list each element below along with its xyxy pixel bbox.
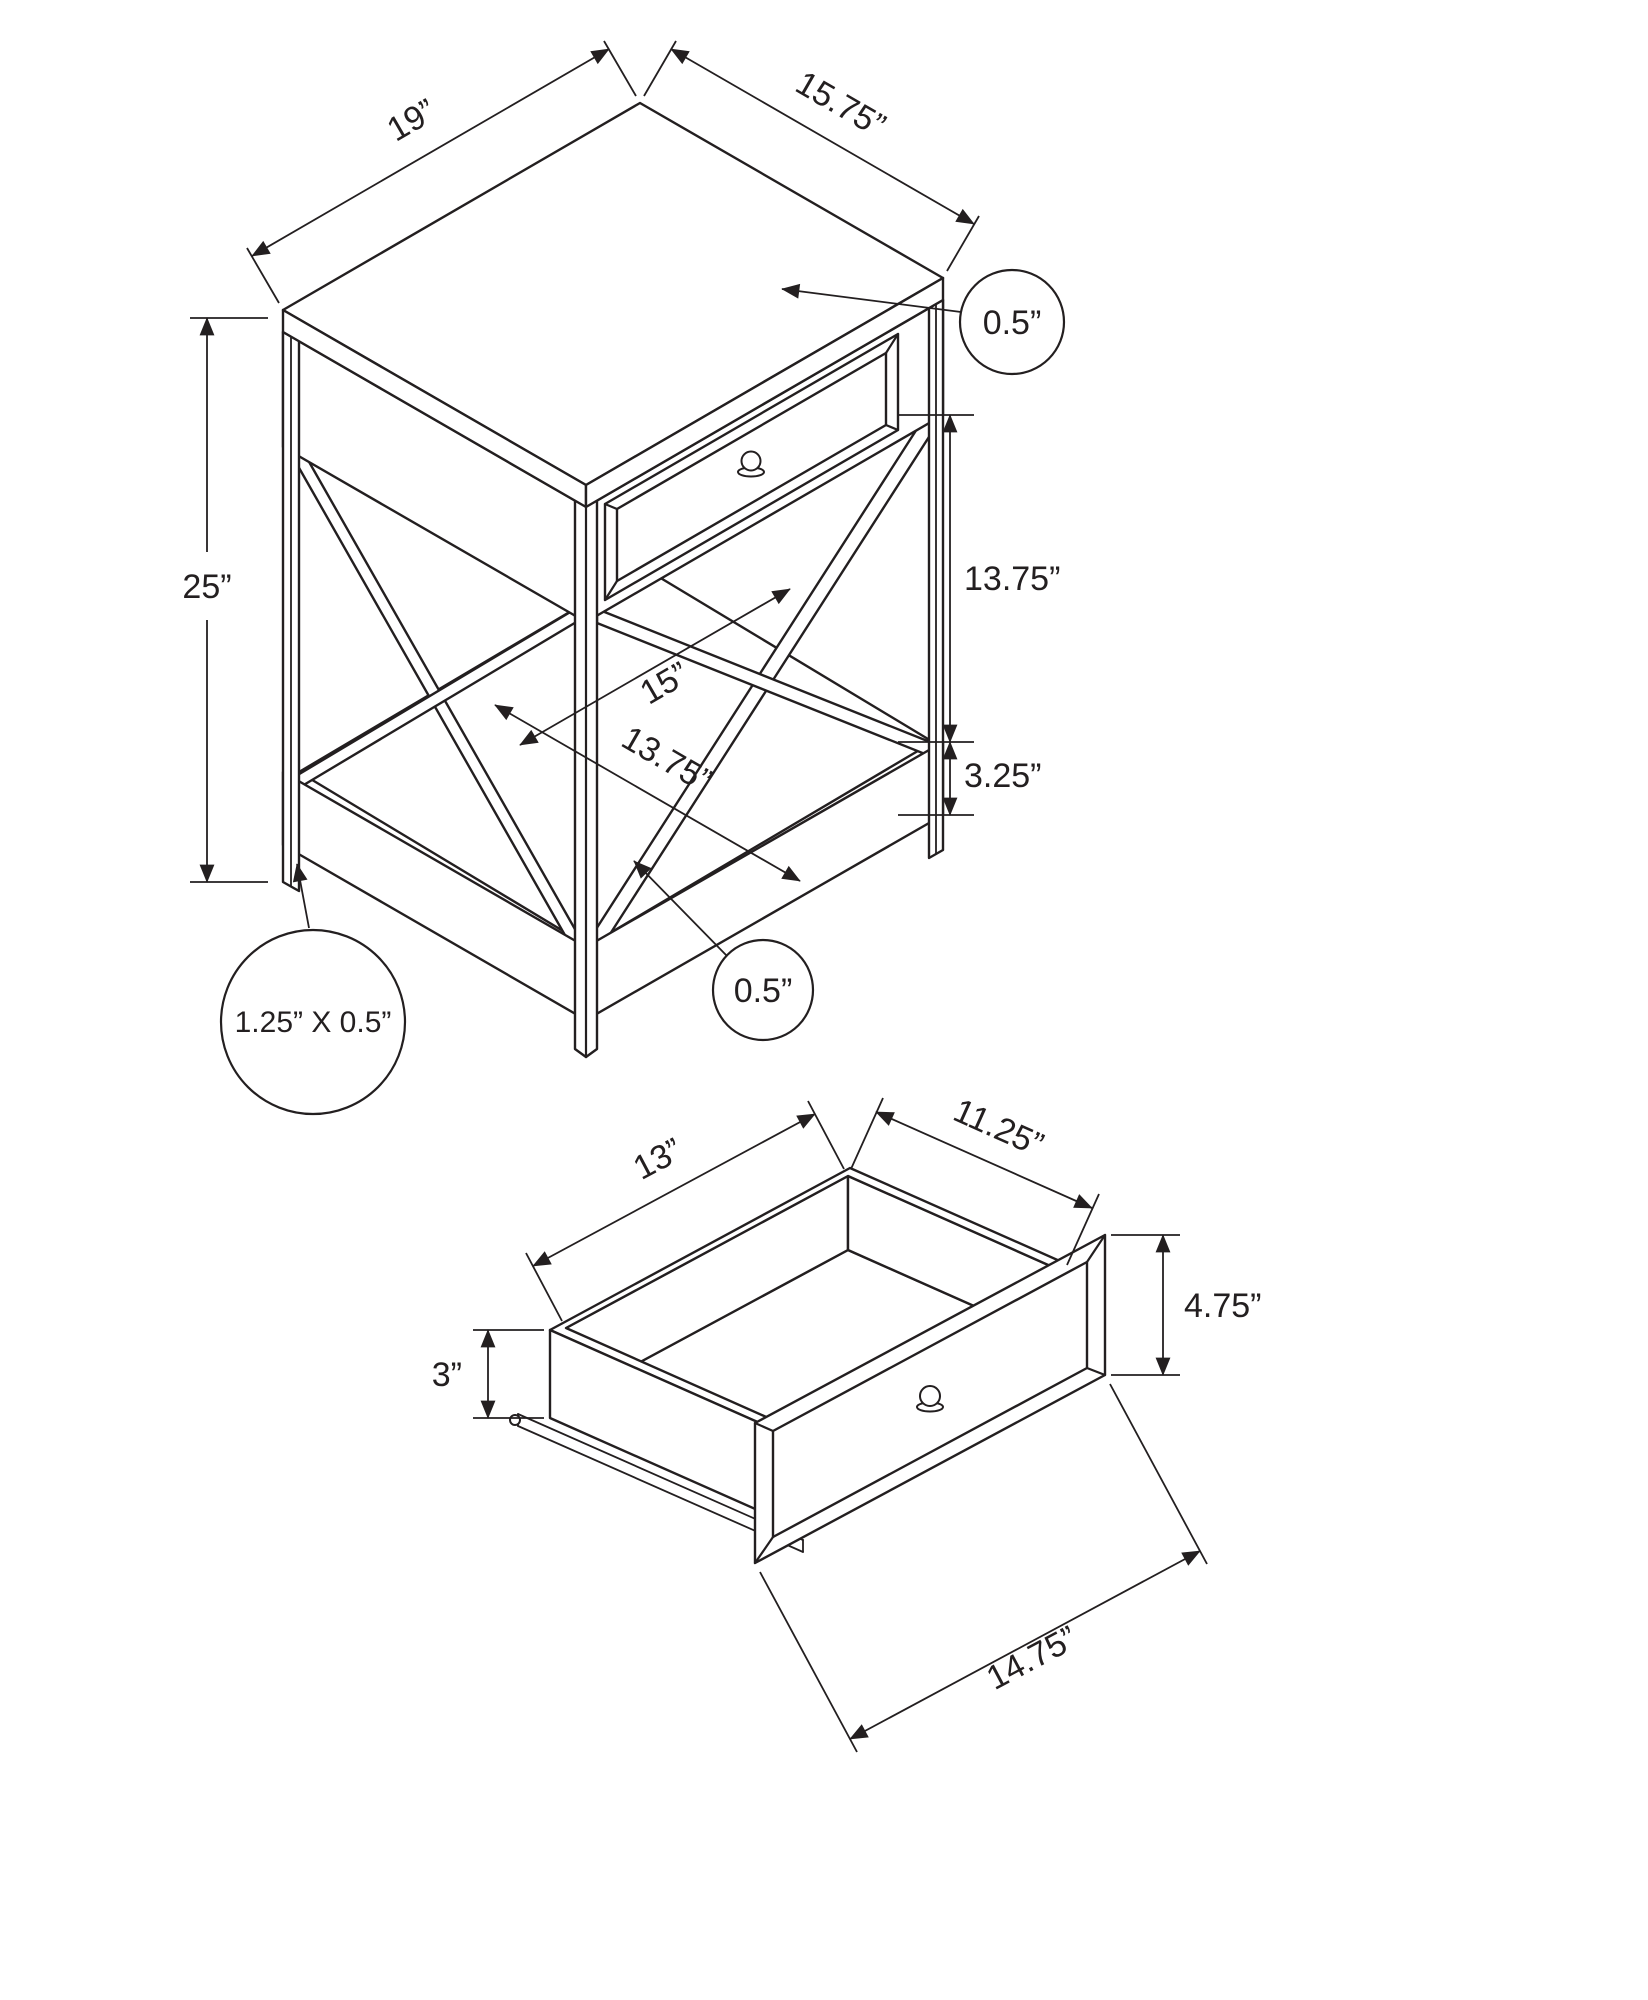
bevel-miter [884,423,900,432]
dim-label-drawer-to-shelf: 13.75” [964,560,1060,598]
table-dimensions: 19” 15.75” 0.5” 25” 13.75” 3.25” 15” 13.… [182,40,1066,1116]
extension-line [1109,1383,1208,1565]
extension-line [1066,1193,1100,1266]
dimension-line-top-width [670,48,975,225]
callout-leg-profile [219,928,407,1116]
bevel-miter [753,1421,775,1433]
dim-label-box-height: 3” [432,1356,462,1394]
extension-line [246,247,280,304]
dimension-line-top-depth [251,48,610,257]
drawer-view [509,1166,1107,1565]
dim-label-inner-width: 11.25” [948,1091,1049,1164]
leader-top-thickness [781,283,962,313]
dim-label-inner-depth: 13” [627,1131,688,1188]
callout-top-thickness [958,268,1066,376]
dim-label-top-thickness: 0.5” [983,304,1042,342]
dimension-line-inner-width [875,1111,1093,1209]
bevel-miter [1085,1233,1107,1264]
extension-line [759,1571,858,1753]
dim-label-front-width: 14.75” [980,1619,1083,1698]
bevel-miter [753,1535,775,1565]
bevel-miter [884,332,900,355]
table-top-edge-right [584,276,945,509]
dim-label-shelf-apron: 3.25” [964,757,1042,795]
extension-line [946,215,980,272]
dim-label-front-height: 4.75” [1184,1287,1262,1325]
extension-line [850,1097,884,1170]
dim-label-shelf-thickness: 0.5” [734,972,793,1010]
callout-shelf-thickness [711,938,815,1042]
dim-label-top-width: 15.75” [789,64,891,145]
dim-label-leg-profile: 1.25” X 0.5” [235,1006,392,1039]
leader-shelf-thickness [633,860,728,957]
dimension-line-inner-depth [532,1113,816,1267]
drawer-knob [919,1385,941,1407]
dim-label-top-depth: 19” [381,92,443,149]
drawer-glide-stop [509,1414,521,1426]
leader-leg-profile [292,863,310,929]
dim-label-overall-height: 25” [182,568,231,606]
bevel-miter [1085,1366,1107,1377]
bevel-miter [603,502,619,511]
table-view [281,101,945,1059]
dimension-line-shelf-depth [494,704,801,882]
drawer-knob [740,450,762,472]
extension-line [807,1100,845,1170]
dimension-line-front-width [849,1550,1201,1740]
extension-line [525,1252,563,1322]
